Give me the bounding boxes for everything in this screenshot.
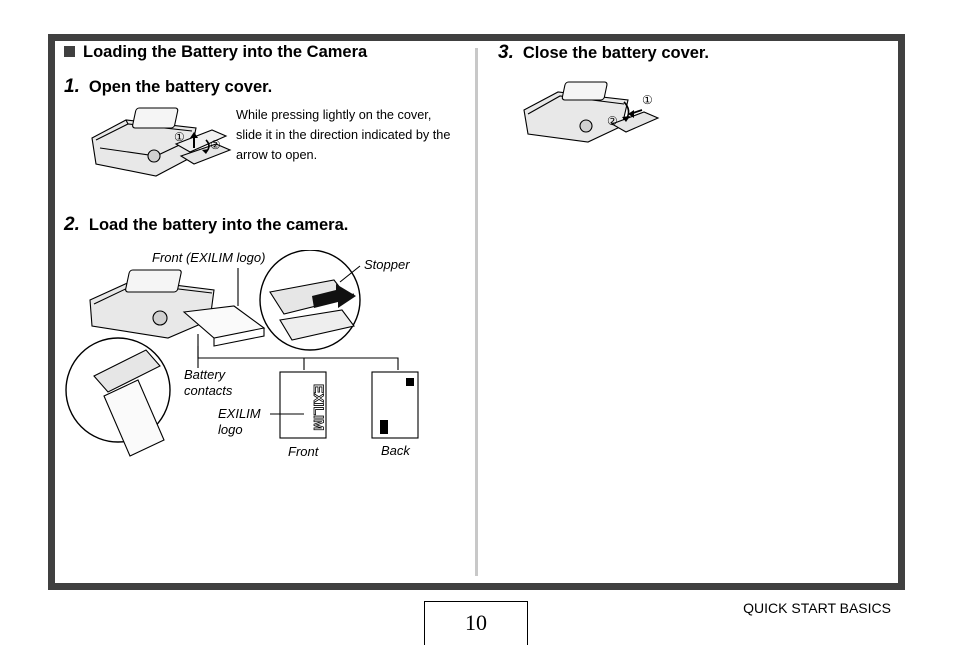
- step-2-heading: 2. Load the battery into the camera.: [64, 214, 348, 236]
- step-2-title: Load the battery into the camera.: [88, 216, 349, 234]
- square-bullet-icon: [64, 46, 75, 57]
- callout-2-label: ②: [210, 138, 221, 152]
- svg-text:EXILIM: EXILIM: [311, 384, 327, 431]
- step-1-description: While pressing lightly on the cover, sli…: [236, 108, 451, 162]
- battery-back-label: Back: [381, 443, 410, 458]
- callout-1-label: ①: [174, 130, 185, 144]
- step-1-heading: 1. Open the battery cover.: [64, 76, 272, 98]
- page-number: 10: [465, 610, 487, 635]
- battery-contacts-label: Battery contacts: [184, 367, 233, 398]
- step-2-number: 2.: [64, 214, 80, 235]
- close-cover-illustration: [523, 81, 660, 143]
- step-1-number: 1.: [64, 76, 80, 97]
- section-heading: Loading the Battery into the Camera: [64, 43, 367, 62]
- footer-section-title: QUICK START BASICS: [743, 600, 891, 616]
- step-3-title: Close the battery cover.: [522, 44, 710, 62]
- column-divider: [475, 48, 478, 576]
- battery-front-label: Front: [288, 444, 319, 459]
- stopper-label: Stopper: [364, 257, 410, 272]
- front-logo-label: Front (EXILIM logo): [152, 250, 266, 265]
- open-cover-illustration: [91, 107, 232, 177]
- section-heading-text: Loading the Battery into the Camera: [83, 43, 368, 61]
- page-number-box: 10: [424, 601, 528, 645]
- close-callout-2-label: ②: [607, 114, 618, 128]
- step-3-heading: 3. Close the battery cover.: [498, 42, 709, 64]
- close-callout-1-label: ①: [642, 93, 653, 107]
- step-1-title: Open the battery cover.: [88, 78, 273, 96]
- exilim-logo-label: EXILIM logo: [218, 406, 261, 437]
- load-battery-illustration: EXILIM: [65, 250, 419, 457]
- step-3-number: 3.: [498, 42, 514, 63]
